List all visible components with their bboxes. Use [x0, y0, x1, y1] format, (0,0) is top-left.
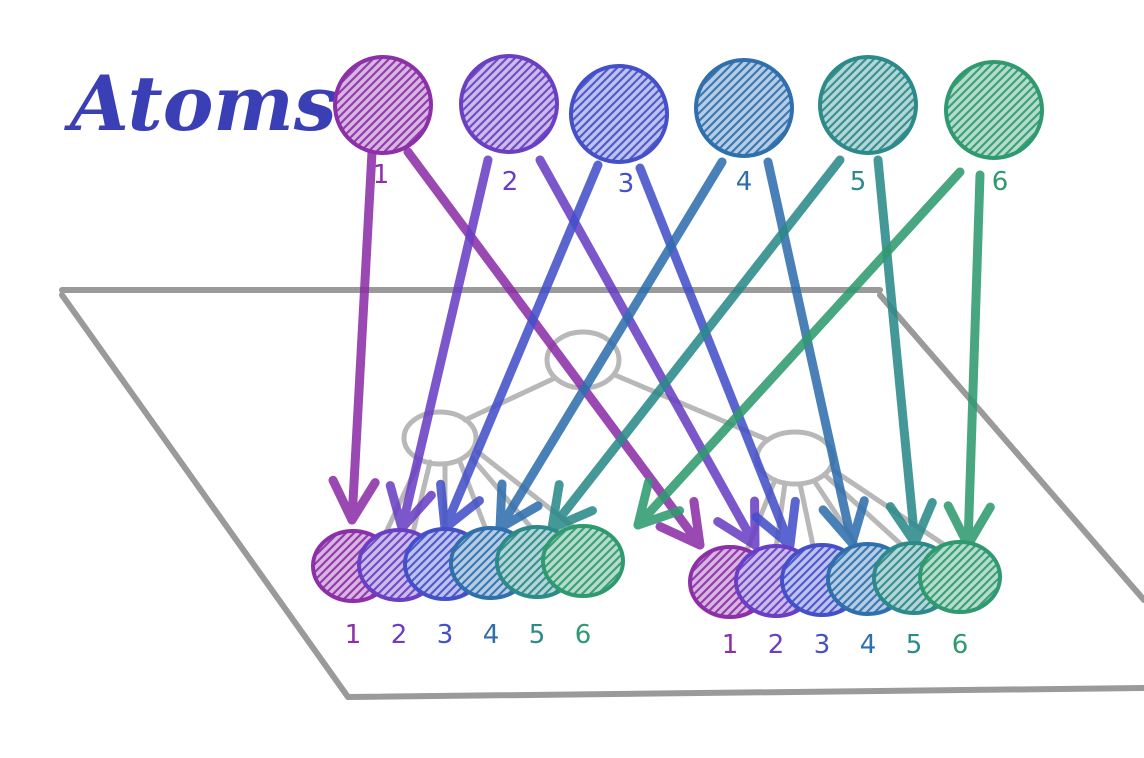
atom-1-circle [333, 55, 433, 155]
arrow-4 [763, 157, 869, 548]
group-2-label-4: 4 [860, 630, 877, 660]
group-2-label-2: 2 [768, 630, 785, 660]
group-2-atom-6 [918, 540, 1002, 614]
top-atoms-layer: 1 2 3 4 5 6 [333, 54, 1044, 199]
group-2-label-6: 6 [952, 630, 969, 660]
arrow-6 [943, 170, 995, 550]
arrow-1 [328, 147, 380, 525]
atom-3-circle [569, 64, 669, 164]
arrow-2 [385, 155, 493, 533]
group-2-label-5: 5 [906, 630, 923, 660]
arrows-layer [328, 147, 995, 550]
binary-tree [377, 329, 958, 558]
group-1-label-3: 3 [437, 620, 454, 650]
arrow-3 [436, 160, 603, 533]
atom-1-label: 1 [373, 160, 390, 190]
atom-2-label: 2 [502, 167, 519, 197]
group-1-label-1: 1 [345, 620, 362, 650]
arrow-3 [635, 163, 800, 550]
atom-6-circle [944, 60, 1044, 160]
group-1-label-4: 4 [483, 620, 500, 650]
atom-6-label: 6 [992, 167, 1009, 197]
group-2-label-1: 1 [722, 630, 739, 660]
atom-5-label: 5 [850, 167, 867, 197]
group-2-label-3: 3 [814, 630, 831, 660]
group-1-label-2: 2 [391, 620, 408, 650]
group-1-label-5: 5 [529, 620, 546, 650]
arrow-5 [547, 155, 845, 533]
atom-4-label: 4 [736, 167, 753, 197]
arrow-6 [633, 167, 965, 530]
diagram-title: Atoms [64, 59, 337, 148]
group-1-label-6: 6 [575, 620, 592, 650]
atom-3-label: 3 [618, 169, 635, 199]
tree-left-node [401, 409, 479, 467]
